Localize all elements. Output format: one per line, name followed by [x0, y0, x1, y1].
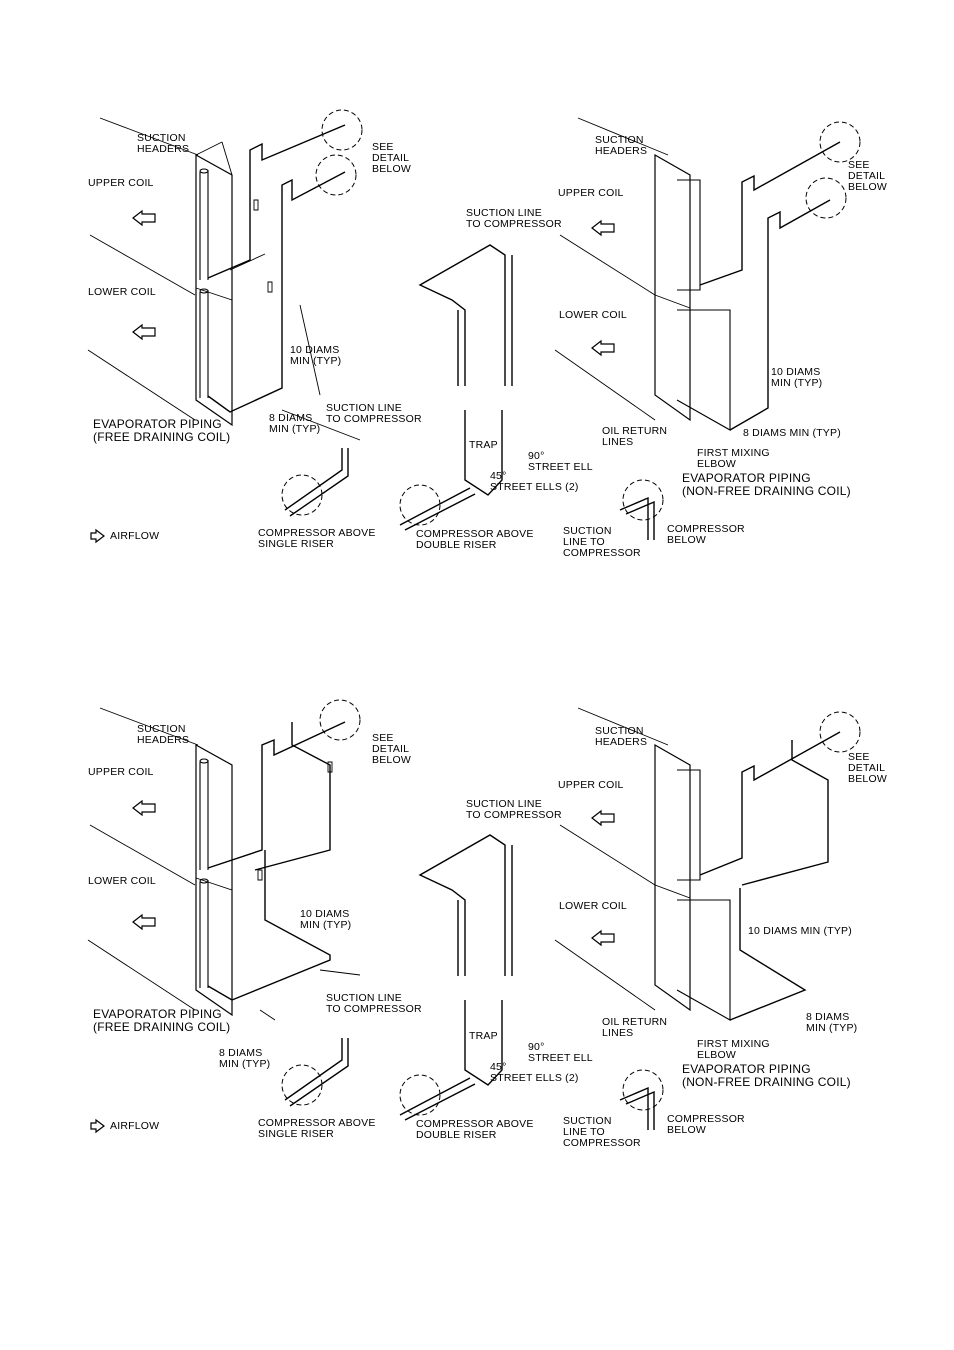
label-oil-return: OIL RETURN LINES	[602, 425, 668, 448]
label-suction-line-right: SUCTION LINE TO COMPRESSOR	[563, 525, 641, 559]
label-suction-line-left: SUCTION LINE TO COMPRESSOR	[326, 992, 422, 1015]
piping-free-draining	[207, 721, 361, 1021]
airflow-arrows-left	[132, 799, 156, 931]
label-street-ell-90: 90° STREET ELL	[528, 450, 593, 473]
label-ten-diams-left: 10 DIAMS MIN (TYP)	[300, 908, 352, 931]
coil-block-left	[87, 117, 233, 427]
piping-non-free	[619, 121, 861, 540]
label-evap-nonfree: EVAPORATOR PIPING (NON-FREE DRAINING COI…	[682, 471, 851, 498]
airflow-arrows-left	[132, 209, 156, 341]
label-ten-diams-right: 10 DIAMS MIN (TYP)	[748, 925, 852, 937]
label-suction-headers-left: SUCTION HEADERS	[137, 132, 190, 155]
label-suction-line-mid: SUCTION LINE TO COMPRESSOR	[466, 798, 562, 821]
detail-circle-left	[319, 699, 361, 741]
label-street-ells-45: 45° STREET ELLS (2)	[490, 1061, 579, 1084]
single-riser	[281, 1038, 349, 1107]
label-first-mixing: FIRST MIXING ELBOW	[697, 1038, 770, 1061]
label-upper-coil-right: UPPER COIL	[558, 779, 624, 791]
label-comp-above-double: COMPRESSOR ABOVE DOUBLE RISER	[416, 1118, 534, 1141]
airflow-arrows-right	[591, 219, 615, 357]
detail-circles-left	[315, 109, 363, 196]
double-riser	[399, 834, 513, 1121]
label-comp-above-single: COMPRESSOR ABOVE SINGLE RISER	[258, 527, 376, 550]
label-suction-line-mid: SUCTION LINE TO COMPRESSOR	[466, 207, 562, 230]
airflow-legend-icon	[90, 1118, 105, 1134]
coil-block-right	[554, 707, 691, 1012]
label-comp-above-double: COMPRESSOR ABOVE DOUBLE RISER	[416, 528, 534, 551]
airflow-arrows-right	[591, 809, 615, 947]
label-airflow: AIRFLOW	[110, 530, 160, 542]
label-eight-diams-right: 8 DIAMS MIN (TYP)	[806, 1011, 858, 1034]
label-upper-coil-right: UPPER COIL	[558, 187, 624, 199]
figure-top-drawing	[87, 109, 861, 544]
label-street-ell-90: 90° STREET ELL	[528, 1041, 593, 1064]
piping-non-free	[619, 711, 861, 1130]
label-oil-return: OIL RETURN LINES	[602, 1016, 668, 1039]
label-eight-diams-left: 8 DIAMS MIN (TYP)	[269, 412, 321, 435]
label-evap-nonfree: EVAPORATOR PIPING (NON-FREE DRAINING COI…	[682, 1062, 851, 1089]
label-evap-free: EVAPORATOR PIPING (FREE DRAINING COIL)	[93, 417, 231, 444]
label-trap: TRAP	[469, 1030, 498, 1042]
label-street-ells-45: 45° STREET ELLS (2)	[490, 470, 579, 493]
label-ten-diams-right: 10 DIAMS MIN (TYP)	[771, 366, 823, 389]
label-suction-headers-left: SUCTION HEADERS	[137, 723, 190, 746]
label-comp-above-single: COMPRESSOR ABOVE SINGLE RISER	[258, 1117, 376, 1140]
label-trap: TRAP	[469, 439, 498, 451]
label-suction-line-left: SUCTION LINE TO COMPRESSOR	[326, 402, 422, 425]
label-comp-below: COMPRESSOR BELOW	[667, 523, 745, 546]
piping-free-draining	[207, 124, 361, 441]
label-airflow: AIRFLOW	[110, 1120, 160, 1132]
suction-headers-left	[199, 758, 209, 988]
label-eight-diams-left: 8 DIAMS MIN (TYP)	[219, 1047, 271, 1070]
label-first-mixing: FIRST MIXING ELBOW	[697, 447, 770, 470]
label-suction-line-right: SUCTION LINE TO COMPRESSOR	[563, 1115, 641, 1149]
label-upper-coil-left: UPPER COIL	[88, 177, 154, 189]
suction-headers-left	[199, 168, 209, 398]
label-see-detail-right: SEE DETAIL BELOW	[848, 159, 887, 193]
label-suction-headers-right: SUCTION HEADERS	[595, 134, 648, 157]
label-see-detail-left: SEE DETAIL BELOW	[372, 732, 411, 766]
airflow-legend-icon	[90, 528, 105, 544]
coil-block-right	[554, 117, 691, 422]
single-riser	[281, 448, 349, 517]
label-upper-coil-left: UPPER COIL	[88, 766, 154, 778]
double-riser	[399, 244, 513, 531]
label-see-detail-right: SEE DETAIL BELOW	[848, 751, 887, 785]
label-suction-headers-right: SUCTION HEADERS	[595, 725, 648, 748]
label-lower-coil-left: LOWER COIL	[88, 286, 156, 298]
label-lower-coil-right: LOWER COIL	[559, 309, 627, 321]
label-evap-free: EVAPORATOR PIPING (FREE DRAINING COIL)	[93, 1007, 231, 1034]
label-lower-coil-left: LOWER COIL	[88, 875, 156, 887]
label-lower-coil-right: LOWER COIL	[559, 900, 627, 912]
label-eight-diams-right: 8 DIAMS MIN (TYP)	[743, 427, 841, 439]
coil-block-left	[87, 707, 233, 1017]
label-comp-below: COMPRESSOR BELOW	[667, 1113, 745, 1136]
label-see-detail-left: SEE DETAIL BELOW	[372, 141, 411, 175]
label-ten-diams-left: 10 DIAMS MIN (TYP)	[290, 344, 342, 367]
